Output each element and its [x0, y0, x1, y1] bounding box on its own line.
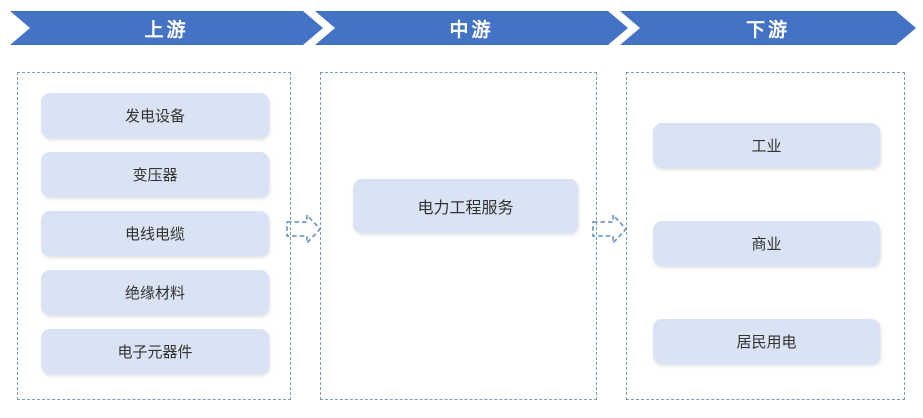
midstream-item-label: 电力工程服务: [417, 200, 514, 217]
banner-midstream-label: 中游: [449, 19, 494, 41]
banner-upstream-label: 上游: [144, 19, 189, 41]
upstream-item: 绝缘材料: [41, 270, 269, 315]
downstream-item: 商业: [653, 221, 880, 266]
upstream-item-label: 电线电缆: [124, 226, 185, 243]
downstream-panel: 工业 商业 居民用电: [626, 72, 905, 400]
banner-downstream: 下游: [620, 11, 916, 45]
midstream-panel: 电力工程服务: [320, 72, 597, 400]
upstream-item: 电子元器件: [41, 329, 269, 374]
upstream-item: 电线电缆: [41, 211, 269, 256]
downstream-item-label: 商业: [751, 236, 782, 253]
downstream-item-label: 居民用电: [736, 334, 797, 351]
upstream-item-label: 绝缘材料: [124, 285, 185, 302]
banner-midstream: 中游: [315, 11, 628, 45]
banner-downstream-label: 下游: [745, 19, 790, 41]
upstream-item-label: 电子元器件: [117, 344, 193, 361]
upstream-item: 变压器: [41, 152, 269, 197]
upstream-item: 发电设备: [41, 93, 269, 138]
upstream-item-label: 发电设备: [124, 108, 185, 125]
flow-arrow-icon: [286, 213, 322, 245]
downstream-item: 居民用电: [653, 319, 880, 364]
banner-upstream: 上游: [10, 11, 323, 45]
downstream-item: 工业: [653, 123, 880, 168]
upstream-panel: 发电设备 变压器 电线电缆 绝缘材料 电子元器件: [17, 72, 291, 400]
downstream-item-label: 工业: [751, 138, 782, 155]
flow-arrow-icon: [592, 213, 628, 245]
midstream-item: 电力工程服务: [353, 179, 578, 233]
upstream-item-label: 变压器: [132, 167, 178, 184]
